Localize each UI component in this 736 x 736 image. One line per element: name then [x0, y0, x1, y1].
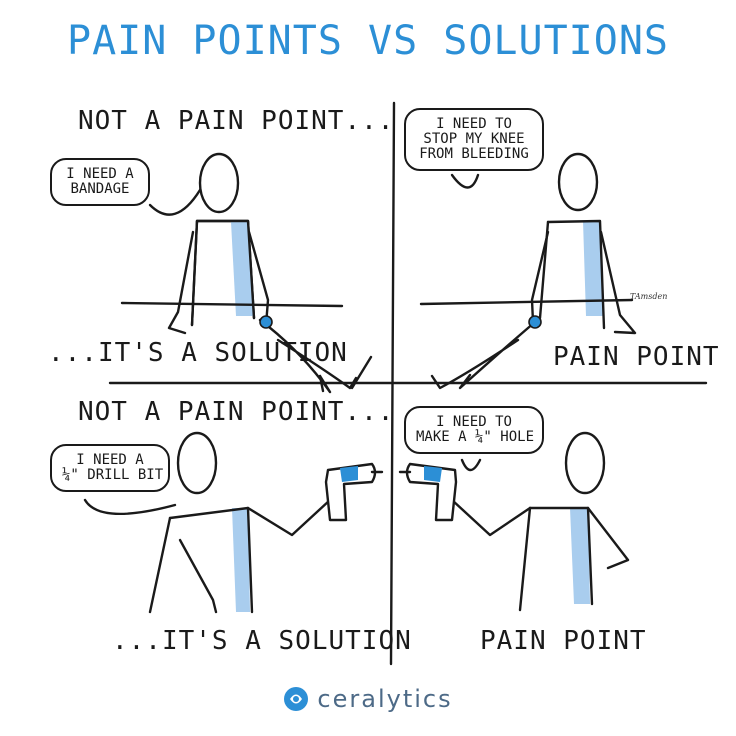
page-title: PAIN POINTS VS SOLUTIONS [67, 18, 669, 64]
top-right-person [419, 152, 637, 390]
caption-top-right: PAIN POINT [553, 342, 720, 372]
ceralytics-logo-icon [284, 687, 309, 711]
caption-bottom-right: PAIN POINT [480, 626, 647, 656]
bubble-line: I NEED A [66, 166, 134, 182]
bubble-line: ¼" DRILL BIT [62, 467, 164, 483]
bubble-line: FROM BLEEDING [419, 146, 529, 162]
drill-icon-left [324, 462, 384, 522]
bubble-line: I NEED TO [436, 116, 512, 132]
bubble-line: MAKE A ¼" HOLE [416, 429, 535, 445]
brand-name: ceralytics [317, 685, 453, 713]
heading-bottom-left: NOT A PAIN POINT... [78, 397, 395, 427]
speech-bubble-bottom-right: I NEED TO MAKE A ¼" HOLE [404, 406, 544, 454]
artist-signature: TAmsden [630, 292, 668, 301]
speech-bubble-top-left: I NEED A BANDAGE [50, 158, 150, 206]
bottom-right-person [450, 431, 630, 612]
brand-footer: ceralytics [0, 685, 736, 716]
bleeding-knee-icon [528, 315, 542, 329]
caption-bottom-left: ...IT'S A SOLUTION [112, 626, 412, 656]
speech-bubble-bottom-left: I NEED A ¼" DRILL BIT [50, 444, 170, 492]
bubble-line: BANDAGE [70, 181, 130, 197]
bandage-icon [259, 315, 273, 329]
drill-icon-right [398, 462, 458, 522]
caption-top-left: ...IT'S A SOLUTION [48, 338, 348, 368]
bubble-line: I NEED A [76, 452, 144, 468]
bubble-line: STOP MY KNEE [423, 131, 525, 147]
heading-top-left: NOT A PAIN POINT... [78, 106, 395, 136]
bottom-left-person [148, 431, 332, 614]
speech-bubble-top-right: I NEED TO STOP MY KNEE FROM BLEEDING [404, 108, 544, 171]
bubble-line: I NEED TO [436, 414, 512, 430]
